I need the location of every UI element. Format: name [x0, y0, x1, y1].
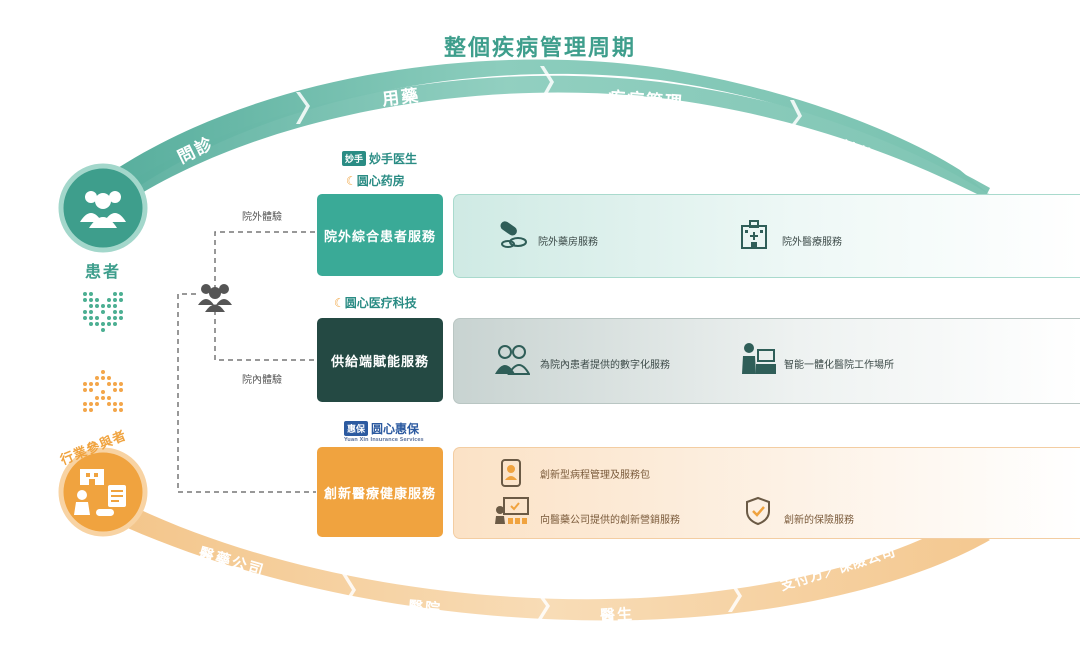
service-box-outpatient: 院外綜合患者服務 — [317, 194, 443, 276]
users-group-icon — [198, 284, 232, 312]
service-box-supply-side: 供給端賦能服務 — [317, 318, 443, 402]
brand-yuanxin-pharmacy: ☾圆心药房 — [346, 172, 405, 189]
top-stage-2: 用藥 — [381, 85, 422, 111]
shield-icon — [744, 496, 772, 526]
patient-label: 患者 — [84, 262, 121, 281]
top-stage-3: 疾病管理 — [607, 88, 685, 114]
connector-outside-label: 院外體驗 — [242, 212, 282, 223]
brand-yuanxin-huibao-text: 圆心惠保 — [371, 422, 420, 436]
service-panel-supply-side — [453, 318, 1080, 404]
connector-inside-label: 院內體驗 — [242, 375, 282, 386]
feature-outpatient-medical: 院外醫療服務 — [782, 237, 842, 248]
bottom-stage-2: 醫院 — [407, 597, 443, 619]
brand-huibao-badge: 惠保 — [344, 421, 369, 436]
feature-smart-hospital-workplace: 智能一體化醫院工作場所 — [784, 360, 894, 371]
feature-innovative-insurance: 創新的保險服務 — [784, 515, 854, 526]
service-panel-innovation — [453, 447, 1080, 539]
feature-digital-inpatient: 為院內患者提供的數字化服務 — [540, 360, 670, 371]
presentation-icon — [494, 496, 530, 526]
feature-pharma-marketing: 向醫藥公司提供的創新營銷服務 — [540, 515, 680, 526]
doctors-icon — [494, 344, 530, 376]
pills-icon — [498, 220, 528, 250]
brand-miaoshou: 妙手妙手医生 — [342, 150, 417, 167]
brand-yuanxin-tech: ☾圆心医疗科技 — [334, 294, 417, 311]
brand-yuanxin-pharmacy-text: 圆心药房 — [356, 174, 405, 188]
service-box-innovation: 創新醫療健康服務 — [317, 447, 443, 537]
top-arc-band — [100, 59, 990, 205]
brand-miaoshou-badge: 妙手 — [342, 151, 367, 166]
workstation-icon — [740, 342, 776, 376]
yuanxin-logo-icon: ☾ — [346, 174, 357, 188]
connector-inside — [214, 310, 316, 361]
connector-innovation — [177, 293, 316, 493]
bottom-stage-3: 醫生 — [599, 605, 635, 625]
hospital-icon — [738, 220, 770, 250]
bottom-arc-band — [110, 500, 990, 621]
patient-group-icon — [78, 184, 128, 230]
brand-yuanxin-huibao: 惠保圆心惠保 Yuan Xin Insurance Services — [344, 420, 424, 443]
brand-miaoshou-text: 妙手医生 — [369, 152, 418, 166]
feature-outpatient-pharmacy: 院外藥房服務 — [538, 237, 598, 248]
brand-huibao-subtitle: Yuan Xin Insurance Services — [344, 437, 424, 443]
yuanxin-logo-icon: ☾ — [334, 296, 345, 310]
page-title: 整個疾病管理周期 — [443, 36, 636, 61]
connector-outside — [214, 231, 316, 290]
industry-participants-icon — [72, 465, 134, 519]
brand-yuanxin-tech-text: 圆心医疗科技 — [344, 296, 417, 310]
phone-doctor-icon — [498, 458, 526, 488]
feature-disease-management-package: 創新型病程管理及服務包 — [540, 470, 650, 481]
